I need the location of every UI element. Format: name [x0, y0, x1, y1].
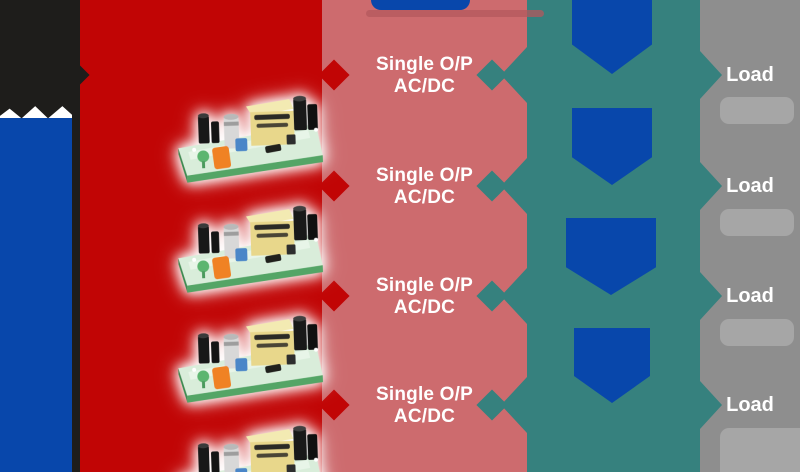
source-box-blue [0, 118, 72, 472]
acdc-module-photo [176, 205, 324, 293]
load-secondary-box [720, 209, 794, 236]
load-secondary-box [720, 428, 800, 472]
converter-label: Single O/P AC/DC [322, 54, 527, 97]
converter-label: Single O/P AC/DC [322, 165, 527, 208]
converter-label-line2: AC/DC [393, 75, 456, 97]
converter-label: Single O/P AC/DC [322, 384, 527, 427]
load-label: Load [726, 64, 774, 86]
converter-label-line1: Single O/P [375, 54, 474, 75]
converter-label-line1: Single O/P [375, 165, 474, 186]
acdc-module-photo [176, 425, 324, 472]
converter-label-line2: AC/DC [393, 296, 456, 318]
acdc-module-photo [176, 95, 324, 183]
converter-label-line2: AC/DC [393, 186, 456, 208]
load-label: Load [726, 285, 774, 307]
load-secondary-box [720, 319, 794, 346]
load-secondary-box [720, 97, 794, 124]
load-label: Load [726, 394, 774, 416]
source-divider [72, 0, 80, 472]
acdc-module-photo [176, 315, 324, 403]
source-box-black [0, 0, 80, 122]
converter-label: Single O/P AC/DC [322, 275, 527, 318]
converter-label-line2: AC/DC [393, 405, 456, 427]
converter-label-line1: Single O/P [375, 384, 474, 405]
cropped-blue-label [371, 0, 470, 10]
load-label: Load [726, 175, 774, 197]
converter-label-line1: Single O/P [375, 275, 474, 296]
cropped-label-shadow [366, 10, 544, 17]
